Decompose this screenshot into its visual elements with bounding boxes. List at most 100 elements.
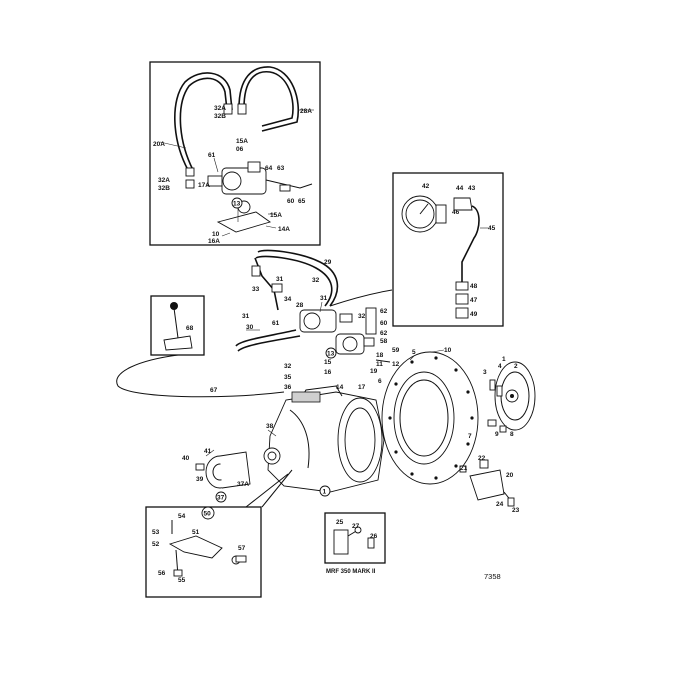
label-32B-b: 32B: [158, 185, 170, 192]
label-13: 13: [327, 351, 335, 358]
label-48: 48: [470, 283, 478, 290]
label-35: 35: [284, 374, 292, 381]
label-33: 33: [252, 286, 260, 293]
label-51: 51: [192, 529, 200, 536]
label-37A: 37A: [237, 481, 249, 488]
label-16: 16: [324, 369, 332, 376]
label-65: 65: [298, 198, 306, 205]
label-14A: 14A: [278, 226, 290, 233]
sub-caption: MRF 350 MARK II: [326, 569, 376, 575]
gearbox-housing: 1 38: [263, 385, 385, 497]
label-46: 46: [452, 209, 460, 216]
label-9: 9: [495, 431, 499, 438]
label-53: 53: [152, 529, 160, 536]
label-54: 54: [178, 513, 186, 520]
label-32A: 32A: [214, 105, 226, 112]
label-62-b: 62: [380, 330, 388, 337]
label-8: 8: [510, 431, 514, 438]
label-17A: 17A: [198, 182, 210, 189]
label-61: 61: [208, 152, 216, 159]
label-22: 22: [478, 455, 486, 462]
label-40: 40: [182, 455, 190, 462]
label-68: 68: [186, 325, 194, 332]
label-32-c: 32: [284, 363, 292, 370]
label-10-inset: 10: [212, 231, 220, 238]
label-44: 44: [456, 185, 464, 192]
label-10: 10: [444, 347, 452, 354]
label-21: 21: [460, 465, 468, 472]
label-34: 34: [284, 296, 292, 303]
output-flange: 41 40 39 37 37A: [182, 448, 251, 503]
label-11: 11: [376, 361, 383, 368]
label-7: 7: [468, 433, 472, 440]
label-24: 24: [496, 501, 504, 508]
label-63: 63: [277, 165, 285, 172]
label-2: 2: [514, 363, 518, 370]
label-18: 18: [376, 352, 384, 359]
inset-control-lever: 68 67: [116, 295, 285, 398]
label-56: 56: [158, 570, 166, 577]
label-26: 26: [370, 533, 378, 540]
label-20: 20: [506, 472, 514, 479]
label-36: 36: [284, 384, 292, 391]
label-30: 30: [246, 324, 254, 331]
label-37: 37: [217, 495, 225, 502]
figure-number: 7358: [484, 572, 501, 581]
label-50: 50: [204, 511, 212, 518]
label-28A: 28A: [300, 108, 312, 115]
label-16A: 16A: [208, 238, 220, 245]
label-32B: 32B: [214, 113, 226, 120]
label-55: 55: [178, 577, 186, 584]
label-57: 57: [238, 545, 246, 552]
label-5: 5: [412, 349, 416, 356]
label-06: 06: [236, 146, 244, 153]
label-59: 59: [392, 347, 400, 354]
label-25: 25: [336, 519, 344, 526]
label-31-a: 31: [276, 276, 284, 283]
label-13-inset: 13: [233, 201, 241, 208]
label-15: 15: [324, 359, 332, 366]
inset-pressure-gauge: 42 44 43 46 45 48 47 49: [392, 172, 504, 327]
label-20A: 20A: [153, 141, 165, 148]
label-39: 39: [196, 476, 204, 483]
label-29: 29: [324, 259, 332, 266]
label-47: 47: [470, 297, 478, 304]
inset-hose-assembly: 20A 28A 32A 32B 15A 06 61 64 63 17A 32A …: [149, 61, 321, 246]
label-52: 52: [152, 541, 160, 548]
label-17: 17: [358, 384, 366, 391]
label-15A: 15A: [236, 138, 248, 145]
label-23: 23: [512, 507, 520, 514]
label-1-plate: 1: [502, 356, 506, 363]
label-32-a: 32: [312, 277, 320, 284]
label-45: 45: [488, 225, 496, 232]
label-60-inset: 60: [287, 198, 295, 205]
label-58: 58: [380, 338, 388, 345]
hose-and-pump-group: 29 31 33 34 32 28 31 62 60 62 58 59 31 3…: [235, 249, 400, 391]
label-28: 28: [296, 302, 304, 309]
label-27: 27: [352, 523, 360, 530]
label-32A-b: 32A: [158, 177, 170, 184]
label-41: 41: [204, 448, 212, 455]
label-3: 3: [483, 369, 487, 376]
label-19: 19: [370, 368, 378, 375]
label-43: 43: [468, 185, 476, 192]
label-38: 38: [266, 423, 274, 430]
label-42: 42: [422, 183, 430, 190]
label-31-b: 31: [320, 295, 328, 302]
inset-bracket-assembly: 50 54 53 51 52 57 56 55: [145, 469, 293, 598]
label-60: 60: [380, 320, 388, 327]
label-32-b: 32: [358, 313, 366, 320]
label-49: 49: [470, 311, 478, 318]
label-6: 6: [378, 378, 382, 385]
label-64: 64: [265, 165, 273, 172]
label-31-c: 31: [242, 313, 250, 320]
label-62-a: 62: [380, 308, 388, 315]
label-4: 4: [498, 363, 502, 370]
bell-housing-ring: 10 5 7: [381, 347, 479, 485]
drive-plate: 3 4 1 2 6 8 9: [378, 356, 536, 438]
label-14: 14: [336, 384, 344, 391]
label-61-b: 61: [272, 320, 280, 327]
mount-bracket: 22 21 20 24 23: [459, 455, 520, 514]
label-12: 12: [392, 361, 400, 368]
